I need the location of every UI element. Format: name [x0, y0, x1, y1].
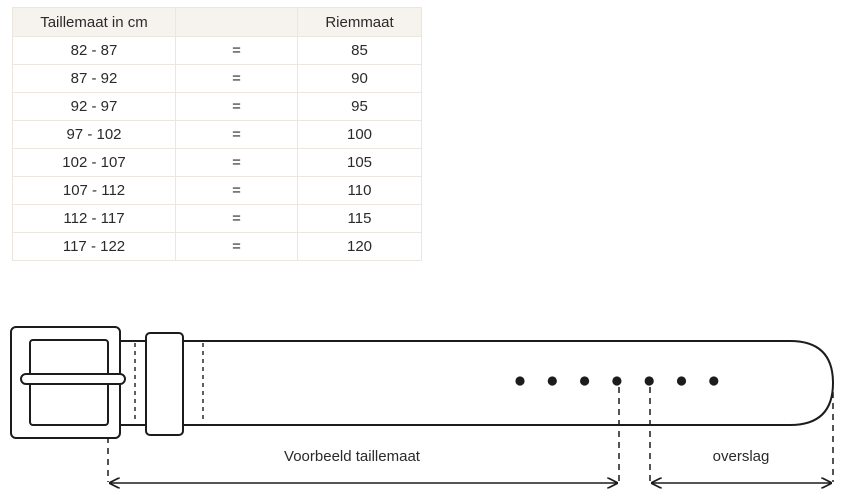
- belt-cell: 120: [297, 232, 422, 261]
- belt-holes: [515, 376, 719, 386]
- table-header-row: Taillemaat in cm Riemmaat: [12, 7, 422, 37]
- belt-cell: 110: [297, 176, 422, 205]
- belt-stitching: [134, 343, 204, 423]
- equals-cell: =: [175, 92, 298, 121]
- belt-cell: 90: [297, 64, 422, 93]
- waist-cell: 117 - 122: [12, 232, 176, 261]
- belt-loop: [145, 332, 184, 436]
- equals-cell: =: [175, 120, 298, 149]
- equals-cell: =: [175, 204, 298, 233]
- equals-cell: =: [175, 232, 298, 261]
- table-row: 87 - 92 = 90: [12, 64, 422, 93]
- table-row: 117 - 122 = 120: [12, 232, 422, 261]
- belt-cell: 85: [297, 36, 422, 65]
- waist-cell: 102 - 107: [12, 148, 176, 177]
- belt-hole: [644, 376, 654, 386]
- belt-hole: [515, 376, 525, 386]
- equals-cell: =: [175, 148, 298, 177]
- header-waist-size: Taillemaat in cm: [12, 7, 176, 37]
- overlap-label: overslag: [713, 448, 770, 465]
- table-row: 112 - 117 = 115: [12, 204, 422, 233]
- header-separator: [175, 7, 298, 37]
- belt-diagram: Voorbeeld taillemaat overslag: [10, 326, 835, 500]
- table-row: 92 - 97 = 95: [12, 92, 422, 121]
- header-belt-size: Riemmaat: [297, 7, 422, 37]
- table-row: 82 - 87 = 85: [12, 36, 422, 65]
- buckle-icon: [10, 326, 126, 439]
- waist-cell: 97 - 102: [12, 120, 176, 149]
- belt-hole: [612, 376, 622, 386]
- belt-cell: 115: [297, 204, 422, 233]
- belt-hole: [580, 376, 590, 386]
- size-table: Taillemaat in cm Riemmaat 82 - 87 = 85 8…: [12, 7, 422, 261]
- measurement-guides: [107, 387, 834, 482]
- belt-cell: 95: [297, 92, 422, 121]
- belt-cell: 100: [297, 120, 422, 149]
- equals-cell: =: [175, 36, 298, 65]
- waist-cell: 92 - 97: [12, 92, 176, 121]
- waist-cell: 87 - 92: [12, 64, 176, 93]
- equals-cell: =: [175, 176, 298, 205]
- waist-label: Voorbeeld taillemaat: [284, 448, 421, 465]
- table-row: 107 - 112 = 110: [12, 176, 422, 205]
- waist-cell: 112 - 117: [12, 204, 176, 233]
- belt-cell: 105: [297, 148, 422, 177]
- waist-cell: 107 - 112: [12, 176, 176, 205]
- equals-cell: =: [175, 64, 298, 93]
- belt-hole: [547, 376, 557, 386]
- table-row: 102 - 107 = 105: [12, 148, 422, 177]
- belt-hole: [676, 376, 687, 386]
- belt-hole: [709, 376, 719, 386]
- table-row: 97 - 102 = 100: [12, 120, 422, 149]
- waist-cell: 82 - 87: [12, 36, 176, 65]
- belt-outline: [120, 340, 835, 426]
